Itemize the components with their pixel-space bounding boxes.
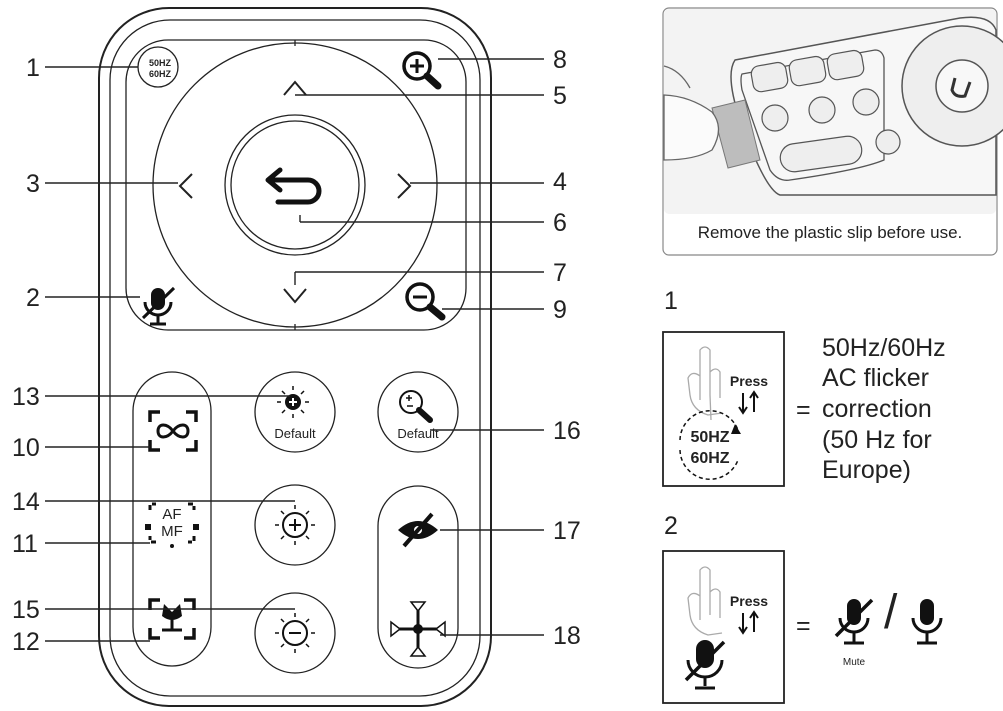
svg-text:50Hz/60Hz: 50Hz/60Hz xyxy=(822,334,946,362)
svg-text:Europe): Europe) xyxy=(822,456,911,484)
svg-text:60HZ: 60HZ xyxy=(149,69,172,79)
callout-2: 2 xyxy=(26,284,40,312)
svg-text:AF: AF xyxy=(162,506,181,523)
photo-caption: Remove the plastic slip before use. xyxy=(698,223,963,242)
svg-text:50HZ: 50HZ xyxy=(149,58,172,68)
svg-text:Press: Press xyxy=(730,593,768,609)
down-arrow-icon[interactable] xyxy=(283,288,307,304)
zoom-out-icon[interactable] xyxy=(405,282,446,321)
photo-panel: Remove the plastic slip before use. xyxy=(662,7,1003,256)
callout-6: 6 xyxy=(553,209,567,237)
zoom-default-button[interactable]: Default xyxy=(377,371,459,453)
callout-9: 9 xyxy=(553,296,567,324)
callout-8: 8 xyxy=(553,46,567,74)
right-arrow-icon[interactable] xyxy=(397,173,412,199)
svg-text:Default: Default xyxy=(274,426,316,441)
step-2-equals: = xyxy=(796,612,811,640)
dpad-ring[interactable] xyxy=(152,42,438,328)
mic-muted-icon: Mute xyxy=(834,598,874,668)
zoom-in-icon[interactable] xyxy=(402,51,442,90)
svg-text:Mute: Mute xyxy=(843,657,866,668)
callout-14: 14 xyxy=(12,488,40,516)
af-mf-icon[interactable]: AF MF xyxy=(145,502,199,548)
press-arrows-icon xyxy=(738,390,759,415)
callout-11: 11 xyxy=(12,530,38,558)
photo-remote-illustration xyxy=(663,16,1003,196)
svg-text:60HZ: 60HZ xyxy=(690,450,729,467)
back-button[interactable] xyxy=(224,114,366,256)
callout-numbers: 1 2 3 4 5 6 7 8 9 10 11 12 13 14 15 16 1… xyxy=(12,46,581,656)
remote-body xyxy=(98,7,492,707)
left-pill xyxy=(132,371,212,667)
mic-unmuted-icon xyxy=(911,599,943,645)
brightness-default-button[interactable]: Default xyxy=(254,371,336,453)
svg-text:(50 Hz for: (50 Hz for xyxy=(822,426,932,454)
callout-12: 12 xyxy=(12,628,40,656)
auto-framing-icon[interactable] xyxy=(148,410,198,452)
callout-1: 1 xyxy=(26,54,40,82)
callout-18: 18 xyxy=(553,622,581,650)
right-pill xyxy=(377,485,459,669)
mic-mute-icon-step xyxy=(684,640,726,690)
callout-10: 10 xyxy=(12,434,40,462)
press-arrows-icon-2 xyxy=(738,610,759,635)
brightness-up-button[interactable] xyxy=(254,484,336,566)
slash-separator: / xyxy=(884,586,898,639)
up-arrow-icon[interactable] xyxy=(283,80,307,96)
svg-text:correction: correction xyxy=(822,395,932,423)
flicker-button[interactable]: 50HZ 60HZ xyxy=(137,46,179,88)
privacy-icon[interactable] xyxy=(398,512,438,548)
step-2-number: 2 xyxy=(664,512,678,540)
brightness-down-button[interactable] xyxy=(254,592,336,674)
mic-mute-icon[interactable] xyxy=(141,286,176,326)
step-1: 1 Press 50HZ 60HZ = 50Hz/60Hz AC flicker… xyxy=(662,287,946,487)
callout-7: 7 xyxy=(553,259,567,287)
svg-text:Press: Press xyxy=(730,373,768,389)
svg-text:MF: MF xyxy=(161,523,183,540)
callout-15: 15 xyxy=(12,596,40,624)
callout-5: 5 xyxy=(553,82,567,110)
callout-4: 4 xyxy=(553,168,567,196)
step-1-number: 1 xyxy=(664,287,678,315)
callout-lines xyxy=(45,58,544,642)
left-arrow-icon[interactable] xyxy=(178,173,193,199)
hand-press-icon-2 xyxy=(687,566,723,636)
callout-17: 17 xyxy=(553,517,581,545)
svg-text:50HZ: 50HZ xyxy=(690,429,729,446)
back-arrow-icon xyxy=(265,167,322,205)
step-2: 2 Press = Mute / xyxy=(662,512,943,704)
face-tracking-icon[interactable] xyxy=(148,598,196,640)
ptz-reset-icon[interactable] xyxy=(390,601,446,657)
flicker-hz-icon: 50HZ 60HZ xyxy=(679,410,741,480)
svg-text:AC flicker: AC flicker xyxy=(822,364,929,392)
callout-13: 13 xyxy=(12,383,40,411)
callout-16: 16 xyxy=(553,417,581,445)
callout-3: 3 xyxy=(26,170,40,198)
step-1-equals: = xyxy=(796,396,811,424)
svg-text:Default: Default xyxy=(397,426,439,441)
